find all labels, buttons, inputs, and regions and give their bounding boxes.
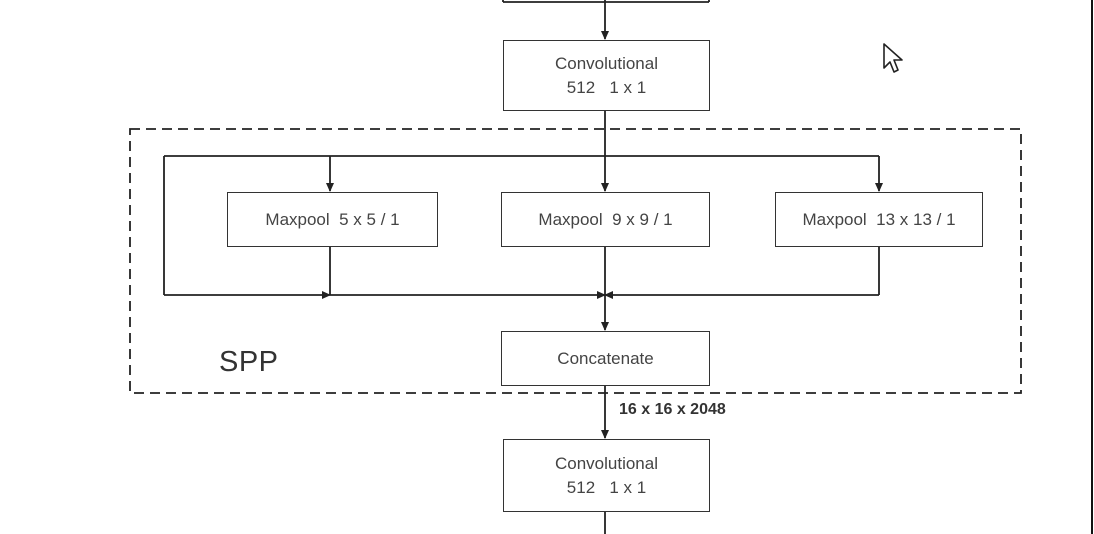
spp-group-border xyxy=(129,128,1022,394)
conv-box-top: Convolutional 512 1 x 1 xyxy=(503,40,710,111)
mouse-pointer-icon xyxy=(883,43,903,73)
maxpool-box-5: Maxpool 5 x 5 / 1 xyxy=(227,192,438,247)
window-right-border xyxy=(1091,0,1093,534)
conv-bottom-line2: 512 1 x 1 xyxy=(566,477,647,497)
maxpool-5-label: Maxpool 5 x 5 / 1 xyxy=(265,209,400,229)
conv-bottom-line1: Convolutional xyxy=(554,453,658,473)
maxpool-box-9: Maxpool 9 x 9 / 1 xyxy=(501,192,710,247)
maxpool-13-label: Maxpool 13 x 13 / 1 xyxy=(802,209,956,229)
spp-group-label: SPP xyxy=(219,346,279,378)
concatenate-label: Concatenate xyxy=(557,348,654,368)
conv-top-line1: Convolutional xyxy=(554,53,658,73)
output-dimension-label: 16 x 16 x 2048 xyxy=(619,401,726,418)
conv-box-bottom: Convolutional 512 1 x 1 xyxy=(503,439,710,512)
conv-top-line2: 512 1 x 1 xyxy=(566,77,647,97)
concatenate-box: Concatenate xyxy=(501,331,710,386)
maxpool-box-13: Maxpool 13 x 13 / 1 xyxy=(775,192,983,247)
maxpool-9-label: Maxpool 9 x 9 / 1 xyxy=(538,209,673,229)
